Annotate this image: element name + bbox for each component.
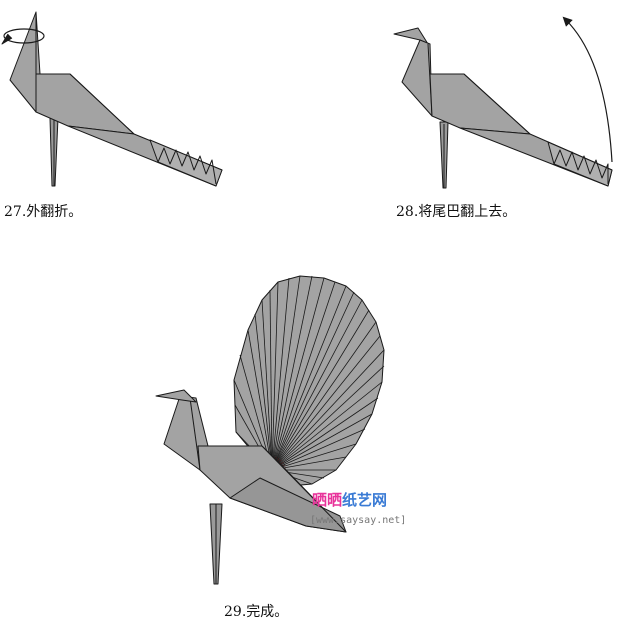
step-29-caption: 29.完成。: [224, 604, 288, 620]
step-28-caption: 28.将尾巴翻上去。: [396, 204, 516, 220]
fan-rib: [271, 365, 385, 471]
fan-rib: [271, 275, 313, 471]
step-29-figure: [155, 275, 385, 585]
fan-rib: [271, 428, 366, 471]
fan-rib: [271, 291, 355, 471]
fan-rib: [271, 349, 385, 471]
fan-rib: [247, 329, 273, 471]
step-28-fold-arrow: [562, 16, 613, 163]
step-29-body-lower: [229, 477, 347, 533]
step-29-text: 完成。: [246, 604, 289, 620]
fan-rib: [261, 299, 273, 471]
fan-rib: [271, 277, 325, 471]
fan-rib: [271, 281, 279, 471]
fan-rib: [271, 413, 373, 471]
fan-rib: [271, 285, 347, 471]
fan-rib: [271, 381, 383, 471]
watermark-brand-pink: 晒晒: [312, 491, 343, 509]
watermark-url: [www.saysay.net]: [310, 515, 407, 526]
step-27-figure: [1, 11, 223, 187]
watermark-brand: 晒晒纸艺网: [312, 492, 387, 509]
step-28-figure: [393, 16, 613, 189]
step-28-number: 28.: [396, 204, 419, 220]
watermark-brand-blue: 纸艺网: [342, 491, 388, 509]
step-29-number: 29.: [224, 604, 247, 620]
fan-rib: [271, 275, 301, 471]
fan-rib: [271, 281, 336, 471]
step-28-neck: [401, 39, 433, 117]
step-27-caption: 27.外翻折。: [4, 204, 82, 220]
fan-rib: [271, 299, 363, 471]
fan-rib: [271, 443, 357, 471]
fan-rib: [271, 277, 290, 471]
step-28-text: 将尾巴翻上去。: [418, 204, 517, 220]
fan-rib: [254, 313, 273, 471]
fan-rib: [271, 309, 370, 471]
fan-rib: [271, 335, 381, 471]
step-27-text: 外翻折。: [26, 204, 83, 220]
step-29-head: [155, 389, 197, 403]
fan-rib: [271, 321, 377, 471]
step-28-tail-pleats: [547, 141, 613, 187]
fan-rib: [271, 397, 379, 471]
step-27-number: 27.: [4, 204, 27, 220]
fan-rib: [269, 289, 273, 471]
